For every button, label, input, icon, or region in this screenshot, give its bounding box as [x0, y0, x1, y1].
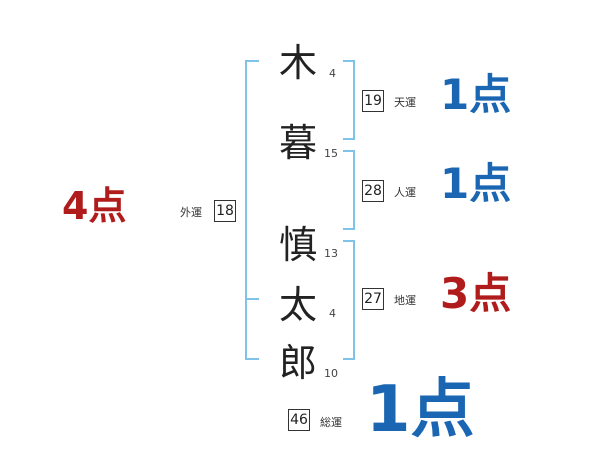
chi-score: 3点	[440, 269, 512, 318]
surname-char-2: 暮	[278, 121, 317, 165]
jin-value-box: 28	[362, 180, 384, 202]
chi-label: 地運	[394, 294, 416, 307]
sou-score: 1点	[366, 373, 475, 447]
outer-bracket	[245, 60, 259, 360]
jin-score: 1点	[440, 159, 512, 208]
given-strokes-2: 4	[329, 307, 336, 320]
given-char-3: 郎	[278, 341, 317, 385]
given-char-1: 慎	[278, 223, 317, 267]
ten-value-box: 19	[362, 90, 384, 112]
gai-label: 外運	[180, 206, 202, 219]
jin-label: 人運	[394, 186, 416, 199]
chi-bracket	[343, 240, 355, 360]
ten-score: 1点	[440, 70, 512, 119]
given-char-2: 太	[278, 283, 317, 327]
surname-strokes-1: 4	[329, 67, 336, 80]
ten-bracket	[343, 60, 355, 140]
sou-value-box: 46	[288, 409, 310, 431]
sou-label: 総運	[320, 416, 342, 429]
gai-value-box: 18	[214, 200, 236, 222]
surname-char-1: 木	[278, 41, 317, 85]
given-strokes-3: 10	[324, 367, 338, 380]
chi-value-box: 27	[362, 288, 384, 310]
given-strokes-1: 13	[324, 247, 338, 260]
gai-score: 4点	[62, 184, 127, 228]
jin-bracket	[343, 150, 355, 230]
surname-strokes-2: 15	[324, 147, 338, 160]
outer-bracket-mid-tick	[245, 298, 259, 300]
ten-label: 天運	[394, 96, 416, 109]
